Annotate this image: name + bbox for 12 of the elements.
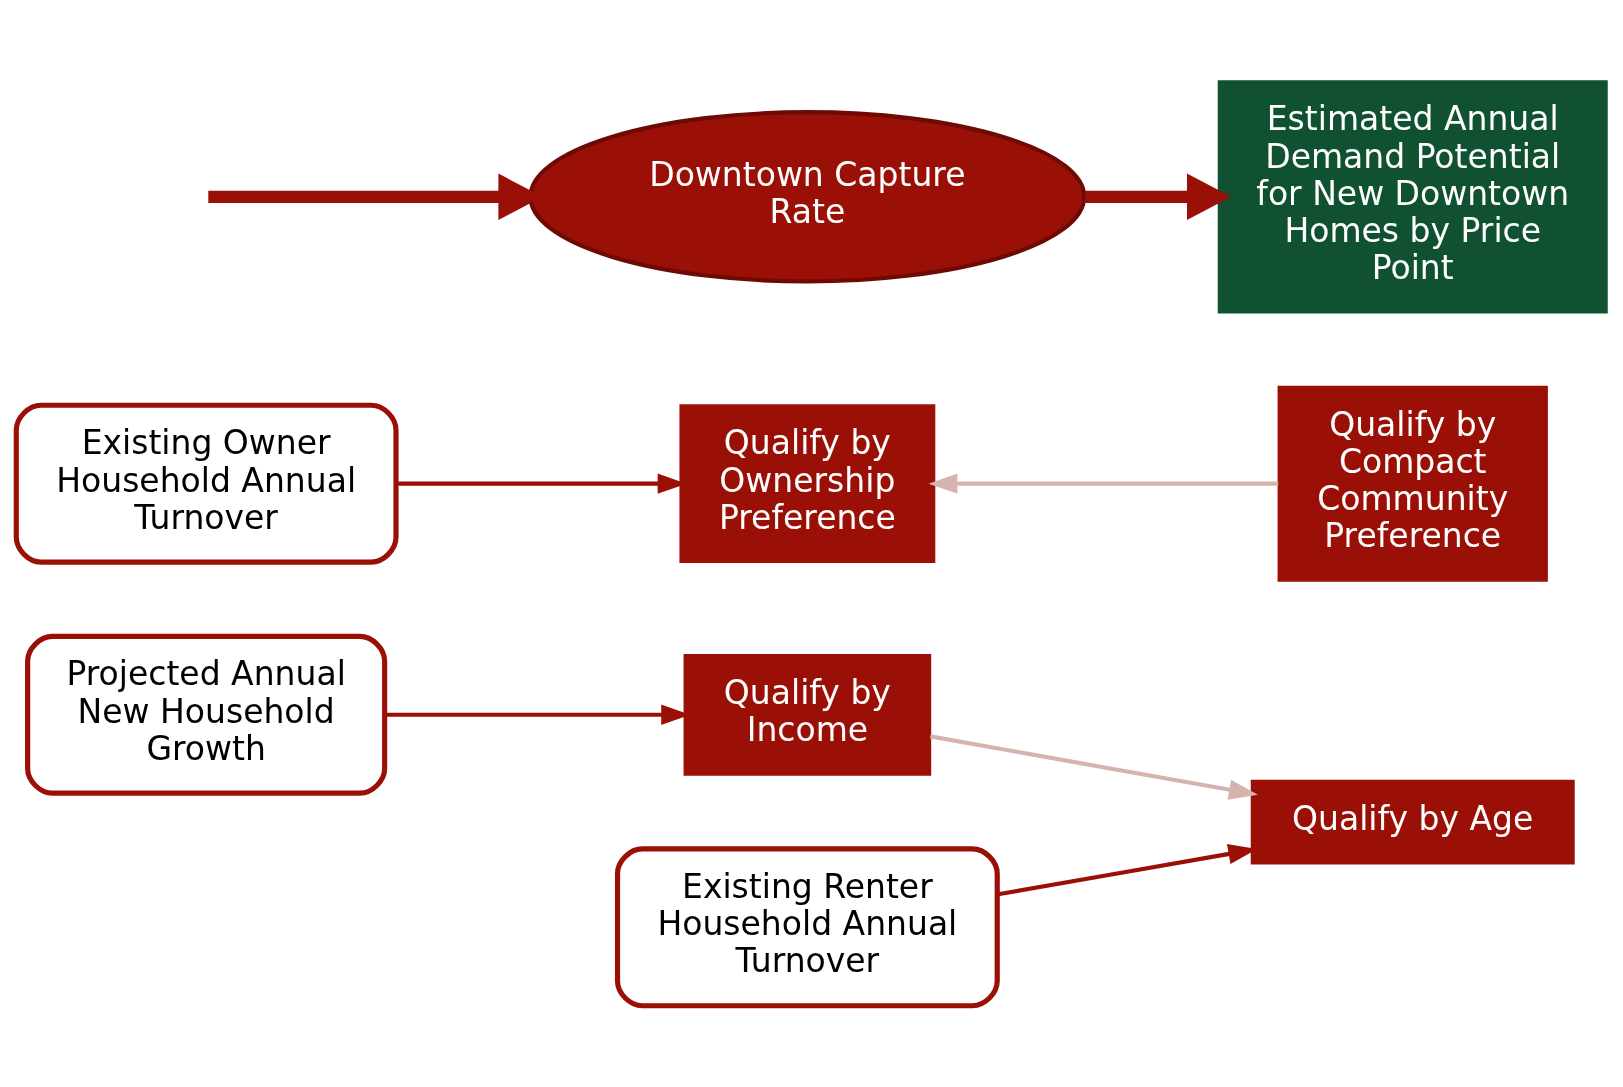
node-box: Existing Renter Household Annual Turnover: [614, 846, 1000, 1009]
node-box: Projected Annual New Household Growth: [25, 633, 388, 796]
node-box: Qualify by Ownership Preference: [679, 404, 936, 564]
arrow: [1085, 173, 1232, 221]
node-box: Qualify by Age: [1250, 779, 1575, 865]
arrow: [928, 473, 1279, 494]
node-box: Qualify by Compact Community Preference: [1277, 385, 1548, 582]
node-box: Estimated Annual Demand Potential for New Downtown Homes by Price Point: [1217, 80, 1608, 314]
arrow: [930, 734, 1258, 800]
node-box: Qualify by Income: [683, 653, 932, 776]
node-box: Existing Owner Household Annual Turnover: [13, 402, 399, 565]
node-ellipse: Downtown Capture Rate: [528, 110, 1087, 284]
